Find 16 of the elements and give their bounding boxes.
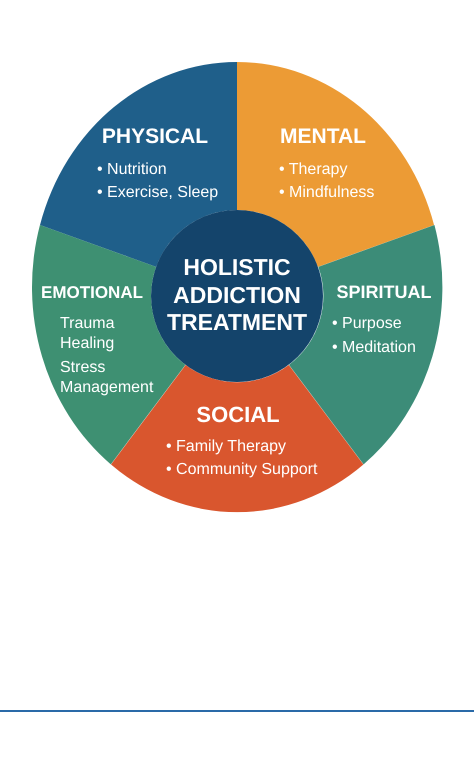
category-heading: SPIRITUAL — [335, 282, 432, 304]
category-heading: EMOTIONAL — [40, 282, 144, 304]
list-item: Stress Management — [60, 358, 154, 398]
list-item: Trauma Healing — [60, 314, 116, 354]
list-item: • Meditation — [332, 338, 416, 358]
category-heading: PHYSICAL — [100, 124, 210, 150]
list-item: • Mindfulness — [279, 183, 374, 203]
category-heading: MENTAL — [279, 124, 367, 150]
category-heading: SOCIAL — [195, 402, 281, 428]
list-item: • Therapy — [279, 160, 348, 180]
list-item: • Family Therapy — [166, 437, 286, 457]
center-title: HOLISTIC ADDICTION TREATMENT — [166, 254, 308, 336]
list-item: • Community Support — [166, 460, 318, 480]
list-item: • Nutrition — [96, 160, 167, 180]
list-item: • Exercise, Sleep — [96, 183, 218, 203]
list-item: • Purpose — [332, 314, 402, 334]
